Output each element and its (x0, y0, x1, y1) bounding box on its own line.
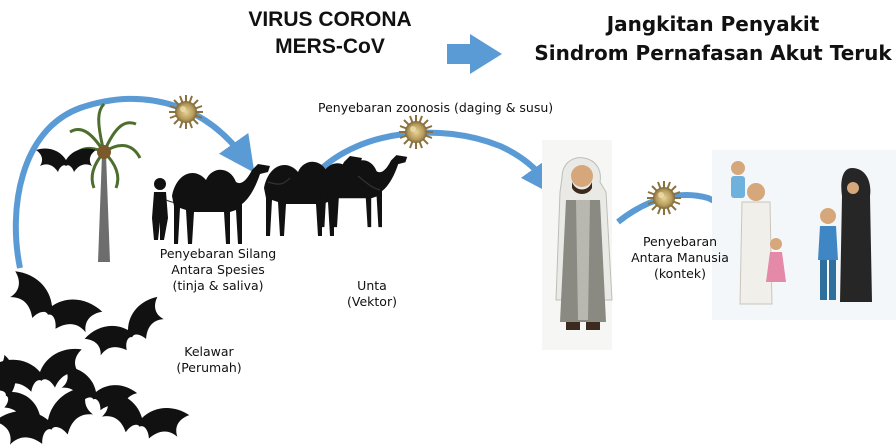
title-mers-cov: MERS-CoV (275, 35, 385, 58)
virus-icon (398, 114, 434, 150)
family-icon (712, 150, 896, 320)
title-right: Jangkitan Penyakit Sindrom Pernafasan Ak… (530, 10, 896, 68)
label-zoonosis: Penyebaran zoonosis (daging & susu) (318, 100, 554, 115)
title-left: VIRUS CORONA MERS-CoV (230, 6, 430, 60)
title-sindrom: Sindrom Pernafasan Akut Teruk (534, 41, 892, 65)
arrow-bat-to-camel (12, 95, 255, 269)
title-jangkitan: Jangkitan Penyakit (606, 12, 820, 36)
label-cross-species: Penyebaran Silang Antara Spesies (tinja … (159, 246, 277, 293)
camel-icon (172, 164, 270, 244)
bat-colony-icon (0, 268, 190, 446)
label-human-spread: Penyebaran Antara Manusia (kontek) (631, 234, 729, 281)
right-arrow-icon (447, 34, 502, 74)
label-camel-vector: Unta (Vektor) (347, 278, 397, 309)
label-bat-host: Kelawar (Perumah) (176, 344, 242, 375)
man-leading-icon (152, 178, 168, 240)
arrow-camel-to-man (315, 129, 557, 197)
bat-icon (36, 148, 96, 172)
virus-icon (168, 94, 204, 130)
palm-tree-icon (68, 102, 142, 262)
man-icon (542, 140, 613, 350)
title-virus-corona: VIRUS CORONA (248, 8, 412, 31)
virus-icon (646, 180, 682, 216)
